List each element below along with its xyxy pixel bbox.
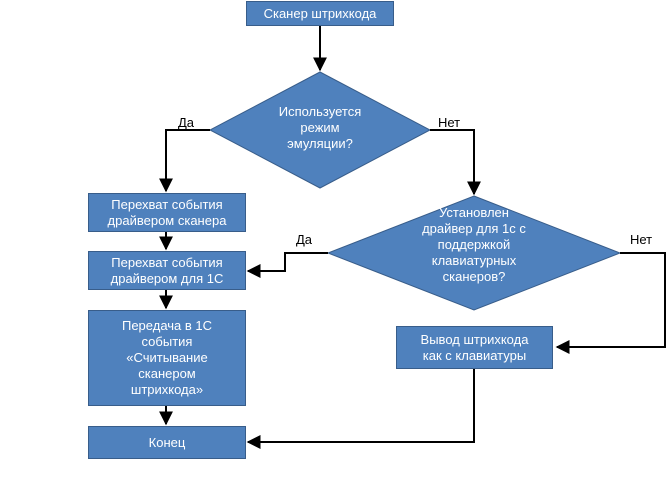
- keyboard-output-node: Вывод штрихкода как с клавиатуры: [396, 326, 553, 369]
- connector-driver-yes: [246, 252, 328, 278]
- connector-keyboard-to-end: [246, 369, 475, 449]
- intercept-1c-driver-node: Перехват события драйвером для 1С: [88, 251, 246, 290]
- edge-label-driver-yes: Да: [296, 232, 313, 247]
- decision-emulation-text: Используется режим эмуляции?: [278, 104, 362, 151]
- edge-label-emulation-yes: Да: [178, 115, 195, 130]
- decision-driver-shape: [326, 195, 622, 311]
- connector-emulation-yes: [159, 129, 210, 193]
- connector-driver-no: [555, 252, 666, 354]
- transfer-to-1c-node: Передача в 1С события «Считывание сканер…: [88, 310, 246, 406]
- connector-emulation-no: [430, 129, 481, 196]
- start-node: Сканер штрихкода: [246, 1, 394, 26]
- decision-driver-text: Установлен драйвер для 1с с поддержкой к…: [422, 205, 526, 284]
- end-node: Конец: [88, 426, 246, 459]
- decision-emulation-shape: [208, 71, 432, 189]
- edge-label-emulation-no: Нет: [438, 115, 461, 130]
- intercept-scanner-driver-node: Перехват события драйвером сканера: [88, 193, 246, 232]
- edge-label-driver-no: Нет: [630, 232, 653, 247]
- connectors: [159, 26, 666, 449]
